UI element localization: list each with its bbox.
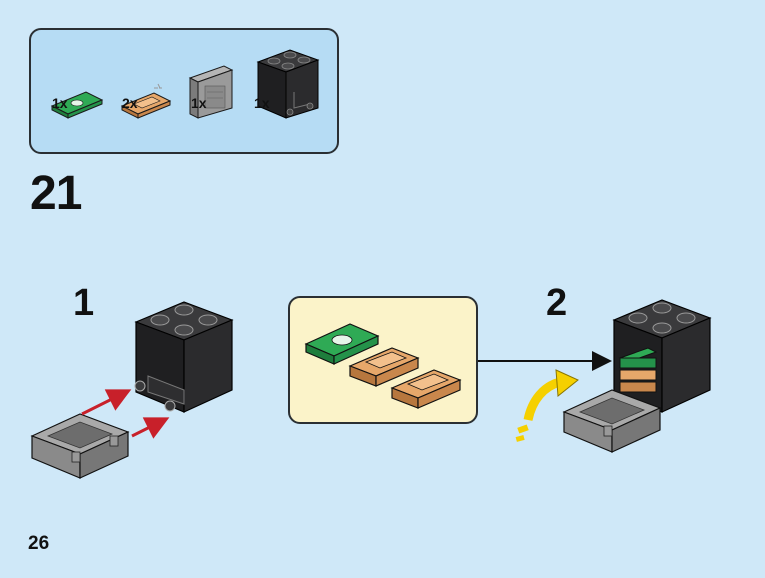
part-count: 1x (254, 95, 270, 111)
door-tray-step1 (30, 413, 130, 479)
attach-arrow-red (81, 389, 132, 416)
container-brick-step1 (134, 301, 234, 413)
part-count: 1x (52, 95, 68, 111)
black-container-brick-icon (256, 49, 320, 119)
attach-arrow-red (131, 417, 170, 439)
gold-bar-tile-icon (120, 83, 172, 119)
part-count: 1x (191, 95, 207, 111)
step-number: 21 (30, 167, 82, 220)
sub-step-number: 2 (546, 282, 568, 324)
gold-bar-tile-icon (390, 369, 462, 409)
container-brick-step2 (612, 299, 712, 413)
part-count: 2x (122, 95, 138, 111)
page-number: 26 (28, 533, 50, 554)
door-tray-step2 (562, 389, 662, 453)
green-banknote-tile-icon (50, 91, 104, 119)
gray-door-panel-icon (188, 65, 234, 119)
green-banknote-tile-icon (304, 323, 380, 365)
gold-bar-tile-icon (348, 347, 420, 387)
sub-step-number: 1 (73, 282, 95, 324)
rotate-arrow-yellow (515, 369, 579, 442)
